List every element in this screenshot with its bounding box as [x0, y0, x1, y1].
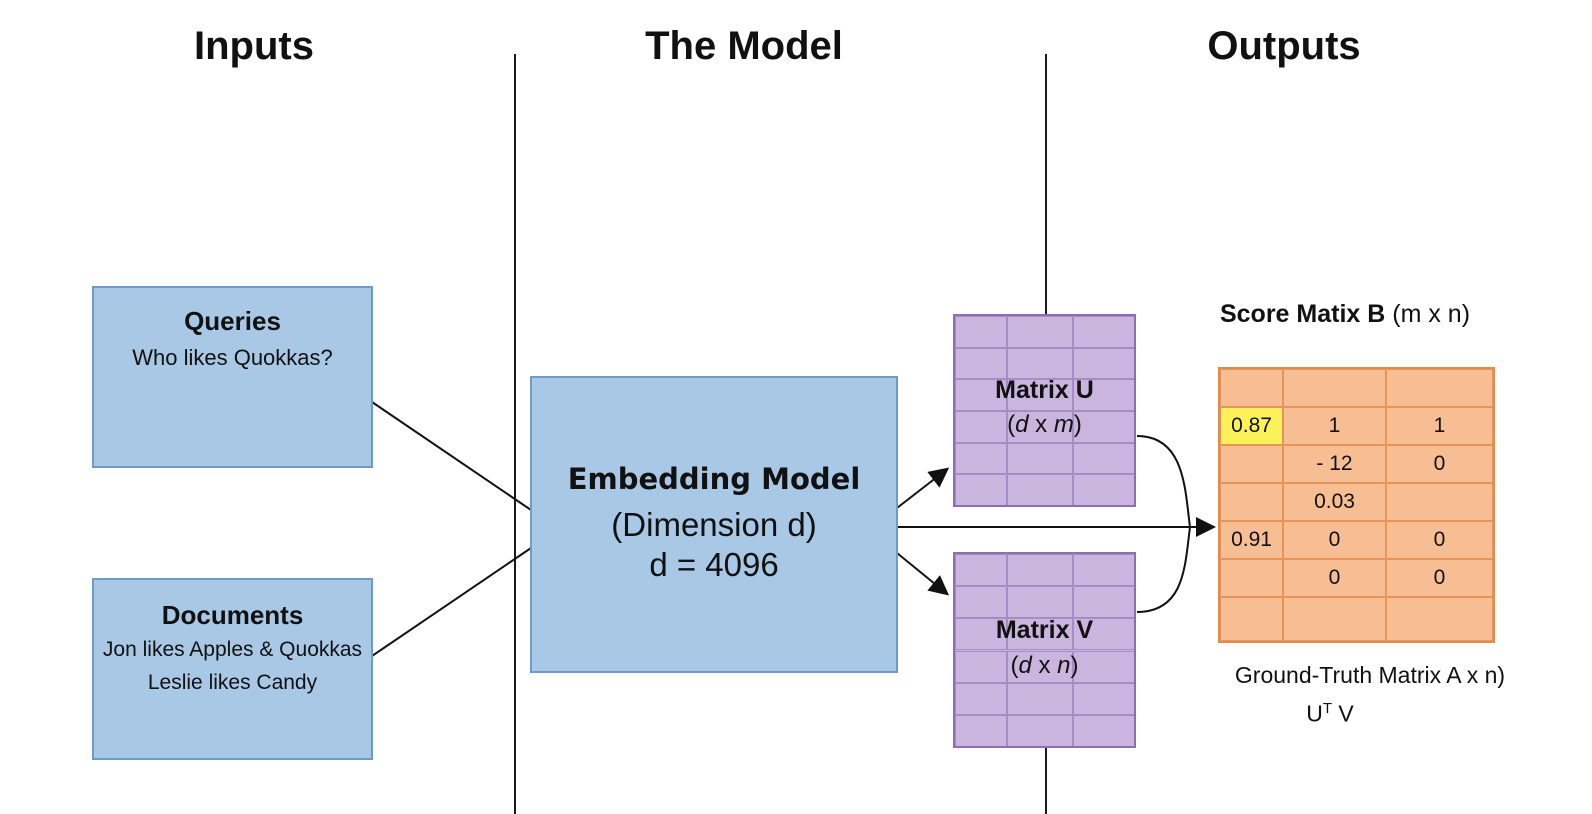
- divider-left: [514, 54, 516, 814]
- embedding-model-box: Embedding Model (Dimension d) d = 4096: [530, 376, 898, 673]
- matrix-cell: [1073, 650, 1134, 683]
- matrix-cell: [955, 411, 1007, 443]
- matrix-cell: [1007, 316, 1073, 348]
- score-cell: [1220, 597, 1283, 641]
- inputs-title: Inputs: [194, 24, 314, 68]
- matrix-cell: [1073, 442, 1134, 475]
- score-cell: [1220, 483, 1283, 521]
- matrix-cell: [1007, 554, 1073, 587]
- matrix-cell: [1073, 316, 1134, 348]
- matrix-cell: [955, 618, 1007, 651]
- score-cell: 0: [1386, 445, 1493, 483]
- matrix-cell: [1007, 474, 1073, 505]
- matrix-cell: [1073, 347, 1134, 380]
- model-title: The Model: [645, 24, 843, 68]
- matrix-cell: [955, 714, 1007, 746]
- matrix-cell: [1007, 650, 1073, 683]
- matrix-v-dimensions: (d x n): [1010, 652, 1079, 679]
- matrix-cell: [955, 442, 1007, 475]
- documents-title: Documents: [161, 600, 304, 630]
- u-to-score-curve: [1136, 435, 1191, 528]
- embedding-dimension-value: d = 4096: [649, 546, 779, 583]
- queries-box: Queries Who likes Quokkas?: [92, 286, 373, 468]
- matrix-cell: [955, 379, 1007, 411]
- matrix-cell: [1073, 618, 1134, 651]
- matrix-cell: [1073, 379, 1134, 411]
- matrix-cell: [1073, 554, 1134, 587]
- score-cell: 0.91: [1220, 521, 1283, 559]
- documents-box: Documents Jon likes Apples & Quokkas Les…: [92, 578, 373, 760]
- score-cell: [1220, 559, 1283, 597]
- v-to-score-curve: [1136, 526, 1191, 613]
- docs-to-model-line: [371, 547, 532, 657]
- matrix-cell: [955, 316, 1007, 348]
- ground-truth-formula: UT V: [1306, 700, 1354, 727]
- matrix-cell: [1007, 442, 1073, 475]
- matrix-cell: [1007, 682, 1073, 715]
- outputs-title: Outputs: [1207, 24, 1361, 68]
- score-cell: - 12: [1283, 445, 1386, 483]
- score-cell: [1283, 597, 1386, 641]
- matrix-cell: [955, 474, 1007, 505]
- score-cell: [1386, 369, 1493, 407]
- score-cell: [1283, 369, 1386, 407]
- matrix-u-dimensions: (d x m): [1007, 411, 1082, 438]
- documents-line-2: Leslie likes Candy: [147, 671, 318, 694]
- matrix-cell: [955, 682, 1007, 715]
- score-matrix-title: Score Matix B (m x n): [1219, 300, 1471, 328]
- score-cell: 1: [1283, 407, 1386, 445]
- score-cell: 0: [1386, 521, 1493, 559]
- divider-right-bottom: [1045, 740, 1047, 814]
- model-to-u-arrow: [896, 467, 950, 509]
- matrix-cell: [1073, 474, 1134, 505]
- model-to-v-arrow: [896, 552, 950, 596]
- matrix-cell: [1007, 618, 1073, 651]
- matrix-cell: [1007, 347, 1073, 380]
- matrix-cell: [1007, 586, 1073, 619]
- score-cell: 1: [1386, 407, 1493, 445]
- matrix-cell: [955, 650, 1007, 683]
- matrix-cell: [1073, 411, 1134, 443]
- matrix-u-box: Matrix U (d x m): [953, 314, 1136, 507]
- matrix-v-box: Matrix V (d x n): [953, 552, 1136, 748]
- score-cell: 0: [1283, 521, 1386, 559]
- matrix-v-title: Matrix V: [995, 616, 1094, 644]
- score-cell: 0: [1283, 559, 1386, 597]
- queries-title: Queries: [184, 306, 281, 336]
- score-cell-highlighted: 0.87: [1220, 407, 1283, 445]
- score-cell: [1220, 445, 1283, 483]
- matrix-cell: [955, 554, 1007, 587]
- queries-text: Who likes Quokkas?: [132, 345, 333, 370]
- score-cell: [1220, 369, 1283, 407]
- matrix-cell: [955, 586, 1007, 619]
- matrix-cell: [1073, 714, 1134, 746]
- matrix-cell: [1007, 714, 1073, 746]
- query-to-model-line: [371, 401, 532, 511]
- score-cell: 0: [1386, 559, 1493, 597]
- embedding-model-title: Embedding Model: [567, 462, 861, 496]
- score-cell: [1386, 597, 1493, 641]
- embedding-dimension: (Dimension d): [611, 506, 817, 543]
- matrix-cell: [1007, 379, 1073, 411]
- matrix-cell: [955, 347, 1007, 380]
- matrix-u-title: Matrix U: [995, 376, 1094, 404]
- matrix-cell: [1073, 682, 1134, 715]
- matrix-cell: [1073, 586, 1134, 619]
- documents-line-1: Jon likes Apples & Quokkas: [102, 638, 363, 661]
- score-cell: [1386, 483, 1493, 521]
- divider-right-top: [1045, 54, 1047, 314]
- ground-truth-caption: Ground-Truth Matrix A x n): [1234, 662, 1506, 688]
- score-cell: 0.03: [1283, 483, 1386, 521]
- matrix-cell: [1007, 411, 1073, 443]
